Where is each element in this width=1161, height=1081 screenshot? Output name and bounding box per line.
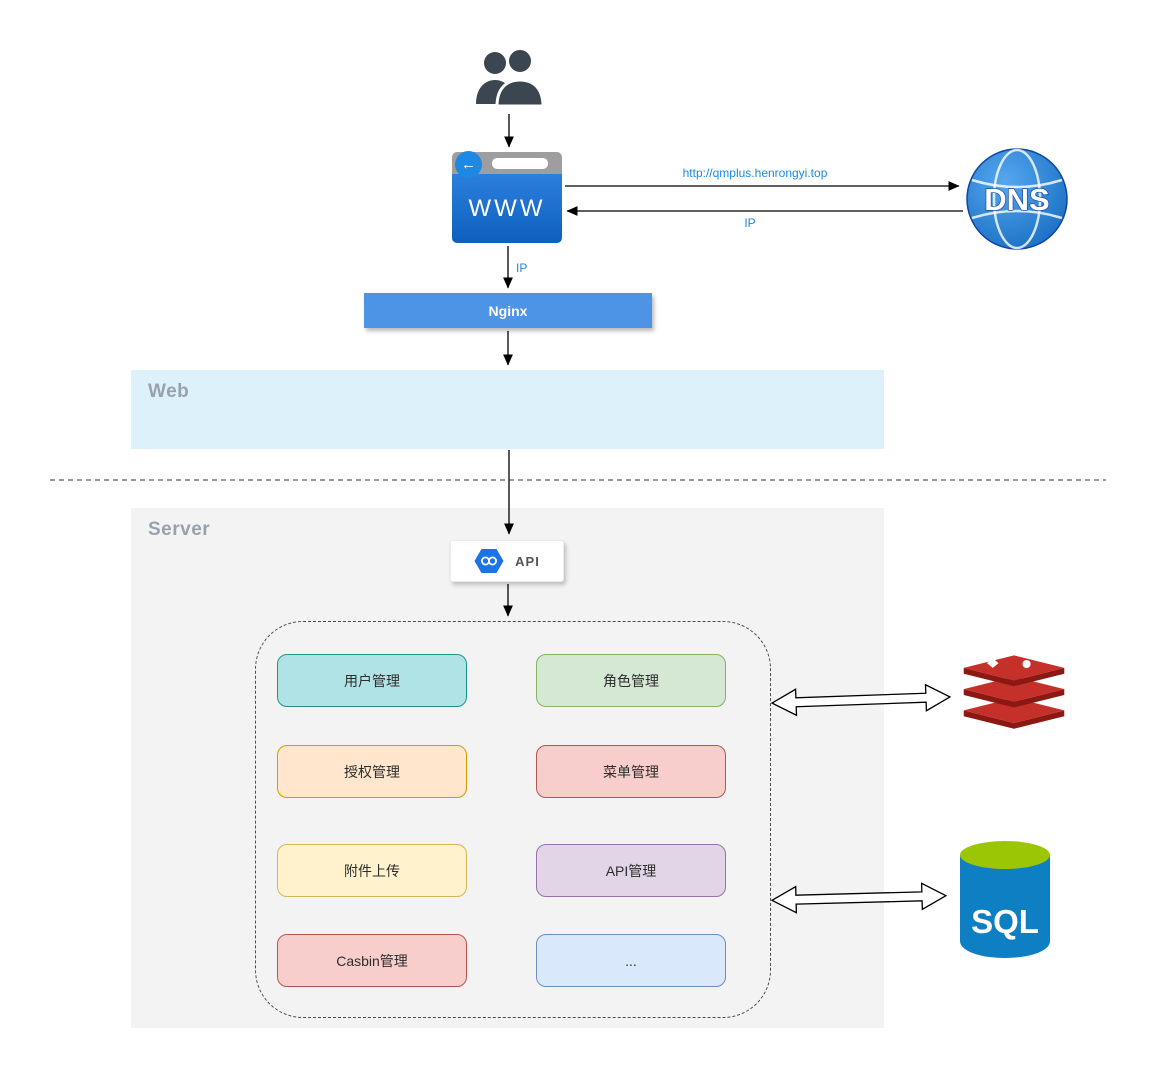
users-icon: [476, 48, 545, 108]
module-casbin-management: Casbin管理: [277, 934, 467, 987]
browser-label: WWW: [452, 174, 562, 243]
module-label: Casbin管理: [336, 952, 408, 969]
module-more: ...: [536, 934, 726, 987]
sql-database-icon: SQL: [960, 841, 1050, 958]
nginx-node: Nginx: [364, 293, 652, 328]
edge-label-response-ip: IP: [744, 216, 756, 230]
api-hexagon-icon: [474, 549, 504, 573]
redis-icon: [963, 655, 1065, 729]
edge-label-request-url: http://qmplus.henrongyi.top: [682, 166, 828, 180]
edge-label-nginx-ip: IP: [516, 261, 528, 275]
module-label: 用户管理: [344, 672, 400, 689]
browser-node: ← WWW: [452, 151, 562, 243]
module-api-management: API管理: [536, 844, 726, 897]
dns-node: DNS: [966, 148, 1068, 250]
module-user-management: 用户管理: [277, 654, 467, 707]
address-bar: [492, 158, 548, 169]
module-label: ...: [625, 952, 637, 969]
module-authorization-management: 授权管理: [277, 745, 467, 798]
module-label: API管理: [605, 862, 657, 879]
api-label: API: [515, 553, 540, 569]
module-label: 菜单管理: [603, 763, 659, 780]
module-group-container: [255, 621, 771, 1018]
module-label: 附件上传: [344, 862, 400, 879]
sql-label: SQL: [971, 903, 1039, 940]
web-zone: Web: [131, 370, 884, 449]
module-role-management: 角色管理: [536, 654, 726, 707]
globe-icon: [966, 148, 1068, 250]
api-node: API: [450, 540, 564, 582]
server-zone-label: Server: [148, 519, 211, 540]
module-attachment-upload: 附件上传: [277, 844, 467, 897]
back-arrow-icon: ←: [455, 151, 482, 178]
module-menu-management: 菜单管理: [536, 745, 726, 798]
module-label: 授权管理: [344, 763, 400, 780]
module-label: 角色管理: [603, 672, 659, 689]
dns-label: DNS: [984, 182, 1049, 217]
web-zone-label: Web: [148, 381, 190, 402]
